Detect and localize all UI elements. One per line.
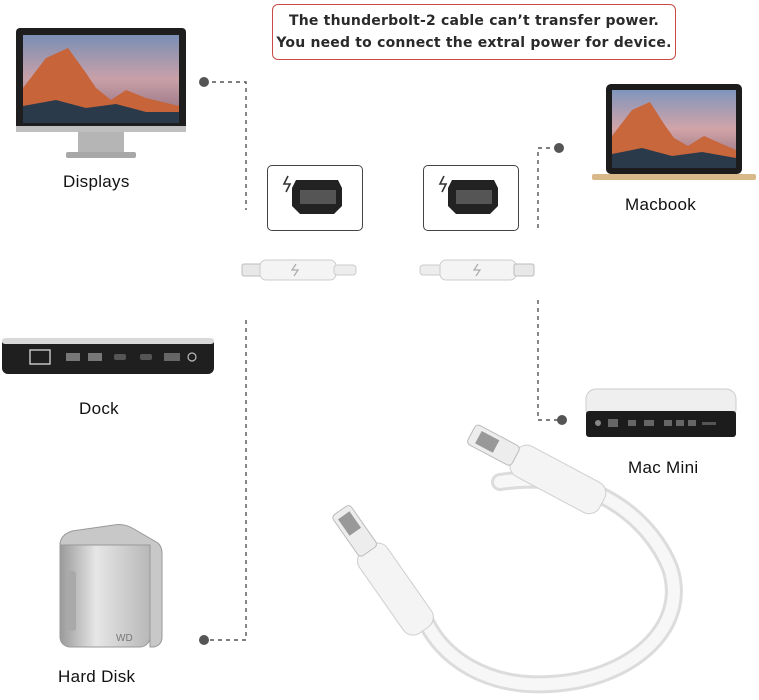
macbook-image — [592, 84, 756, 180]
thunderbolt-port-card-right — [423, 165, 519, 231]
svg-text:WD: WD — [116, 633, 133, 644]
mac-mini-connector-dot — [557, 415, 567, 425]
dock-image — [2, 338, 214, 374]
left-vertical-connector-line — [204, 320, 247, 641]
displays-connector-dot — [199, 77, 209, 87]
thunderbolt-plug-right — [419, 259, 535, 281]
macbook-connector-line — [537, 147, 558, 232]
macbook-label: Macbook — [625, 195, 697, 214]
displays-label: Displays — [63, 172, 130, 191]
mac-mini-label: Mac Mini — [628, 458, 699, 477]
thunderbolt-plug-left — [241, 259, 357, 281]
notice-line-2: You need to connect the extral power for… — [276, 35, 672, 51]
dock-label: Dock — [79, 399, 119, 418]
thunderbolt-port-icon — [282, 175, 342, 214]
thunderbolt-port-card-left — [267, 165, 363, 231]
display-monitor-image — [16, 28, 186, 158]
notice-line-1: The thunderbolt-2 cable can’t transfer p… — [289, 13, 659, 29]
macbook-connector-dot — [554, 143, 564, 153]
mac-mini-connector-line — [537, 300, 560, 421]
thunderbolt-port-icon — [438, 175, 498, 214]
power-notice-box: The thunderbolt-2 cable can’t transfer p… — [272, 4, 676, 60]
hard-disk-connector-dot — [199, 635, 209, 645]
hard-disk-image: WD — [59, 524, 163, 648]
hard-disk-label: Hard Disk — [58, 667, 136, 686]
displays-connector-line — [204, 81, 247, 210]
mac-mini-image — [585, 388, 737, 437]
thunderbolt-cable-image — [332, 424, 683, 694]
